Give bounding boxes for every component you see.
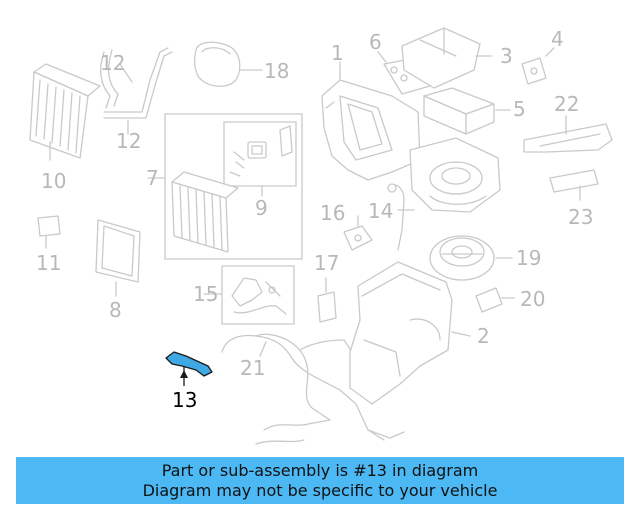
label-21: 21 <box>240 356 265 380</box>
info-banner: Part or sub-assembly is #13 in diagram D… <box>16 457 624 504</box>
part-lower-housing <box>349 261 471 405</box>
label-11: 11 <box>36 251 61 275</box>
part-cap <box>194 41 263 87</box>
label-8: 8 <box>109 298 122 322</box>
part-small-duct <box>549 169 599 201</box>
part-connector-17 <box>317 277 337 323</box>
part-filter-frame <box>95 219 141 297</box>
label-10: 10 <box>41 169 66 193</box>
label-22: 22 <box>554 92 579 116</box>
label-14: 14 <box>368 199 393 223</box>
label-2: 2 <box>477 324 490 348</box>
label-12-bottom: 12 <box>116 129 141 153</box>
label-1: 1 <box>331 41 344 65</box>
part-bracket-4 <box>521 47 555 85</box>
label-5: 5 <box>513 97 526 121</box>
label-23: 23 <box>568 205 593 229</box>
label-6: 6 <box>369 30 382 54</box>
banner-line-1: Part or sub-assembly is #13 in diagram <box>161 460 479 480</box>
label-9: 9 <box>255 196 268 220</box>
label-4: 4 <box>551 27 564 51</box>
label-18: 18 <box>264 59 289 83</box>
part-cabin-filter <box>423 87 511 135</box>
label-7: 7 <box>146 166 159 190</box>
part-wire-harness <box>221 333 405 445</box>
part-13-arrow-icon <box>180 370 188 378</box>
banner-line-2: Diagram may not be specific to your vehi… <box>142 480 498 500</box>
part-15-box <box>203 265 295 325</box>
part-module-20 <box>475 287 515 313</box>
label-12-top: 12 <box>100 51 125 75</box>
part-13-shape[interactable] <box>165 351 213 377</box>
label-20: 20 <box>520 287 545 311</box>
label-19: 19 <box>516 246 541 270</box>
part-13-highlighted[interactable] <box>165 351 213 386</box>
label-15: 15 <box>193 282 218 306</box>
label-13: 13 <box>172 388 197 412</box>
part-heater-core <box>29 63 101 161</box>
part-blower-motor <box>429 235 513 281</box>
part-side-duct <box>523 115 613 153</box>
part-7-box <box>147 113 303 260</box>
label-17: 17 <box>314 251 339 275</box>
label-16: 16 <box>320 201 345 225</box>
part-upper-duct <box>401 27 493 89</box>
part-temp-sensor <box>387 183 415 251</box>
label-3: 3 <box>500 44 513 68</box>
part-actuator-16 <box>343 215 373 251</box>
part-hvac-housing <box>321 61 501 213</box>
part-heater-hoses <box>99 47 173 135</box>
part-clip-11 <box>37 215 61 249</box>
